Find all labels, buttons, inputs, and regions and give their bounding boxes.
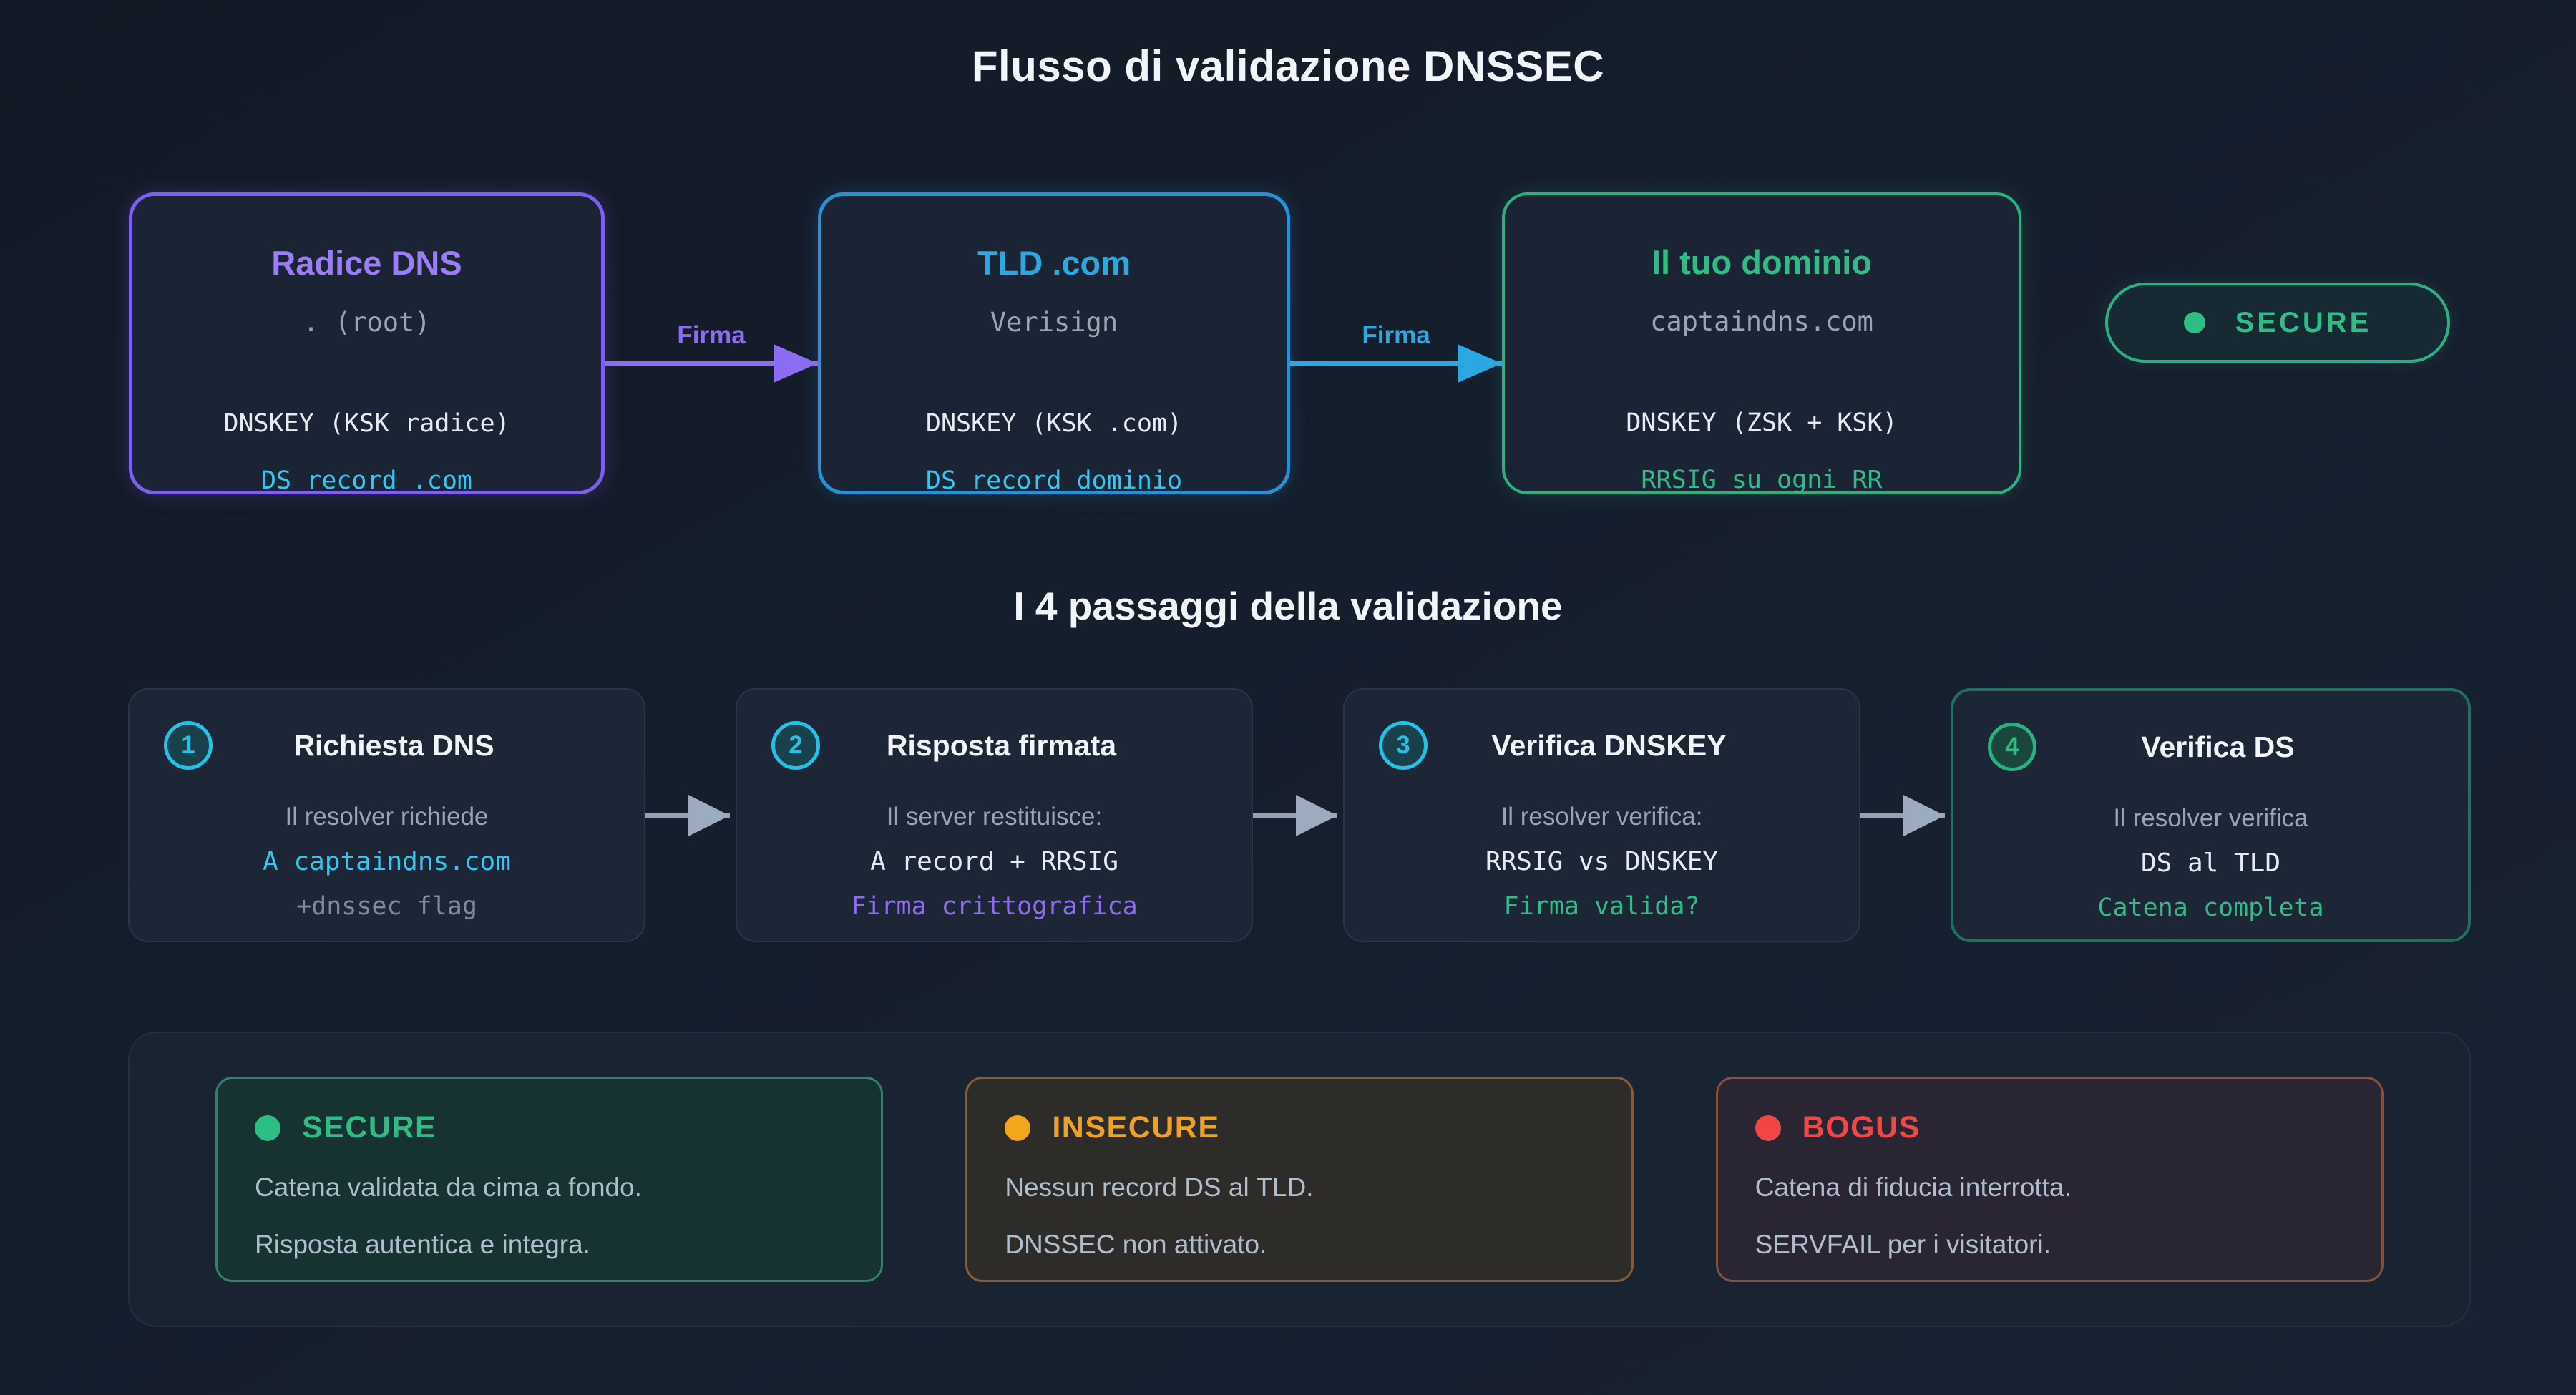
step-description: Il resolver verifica bbox=[2113, 804, 2308, 832]
firma-label: Firma bbox=[1362, 320, 1430, 349]
status-dot-icon bbox=[1755, 1115, 1781, 1141]
node-record-line: RRSIG su ogni RR bbox=[1641, 466, 1883, 494]
status-dot-icon bbox=[255, 1115, 280, 1141]
step-header: 1 Richiesta DNS bbox=[164, 721, 610, 770]
firma-arrow-tld-to-domain: Firma bbox=[1290, 192, 1502, 494]
step-code-line: RRSIG vs DNSKEY bbox=[1485, 847, 1719, 876]
step-arrow-1-2 bbox=[645, 688, 736, 942]
status-dot-icon bbox=[2183, 312, 2205, 333]
node-record-line: DNSKEY (KSK radice) bbox=[223, 409, 510, 438]
status-description: Nessun record DS al TLD. bbox=[1005, 1173, 1314, 1202]
step-card-3: 3 Verifica DNSKEY Il resolver verifica: … bbox=[1343, 688, 1860, 942]
node-subtitle: captaindns.com bbox=[1650, 306, 1873, 337]
status-card-insecure: INSECURE Nessun record DS al TLD. DNSSEC… bbox=[965, 1077, 1634, 1282]
step-code-line: A captaindns.com bbox=[263, 847, 511, 876]
status-description: SERVFAIL per i visitatori. bbox=[1755, 1230, 2051, 1259]
chain-node-tld: TLD .com Verisign DNSKEY (KSK .com) DS r… bbox=[818, 192, 1290, 495]
status-label: SECURE bbox=[302, 1110, 437, 1145]
status-header: BOGUS bbox=[1755, 1110, 2344, 1145]
node-record-line: DS record .com bbox=[260, 466, 472, 495]
step-arrow-2-3 bbox=[1253, 688, 1343, 942]
step-title: Verifica DNSKEY bbox=[1491, 728, 1727, 762]
step-description: Il server restituisce: bbox=[886, 803, 1103, 831]
node-title: TLD .com bbox=[977, 244, 1131, 282]
status-header: SECURE bbox=[255, 1110, 844, 1145]
step-number-badge: 1 bbox=[164, 721, 213, 770]
step-code-line: Firma valida? bbox=[1503, 892, 1700, 921]
step-card-2: 2 Risposta firmata Il server restituisce… bbox=[736, 688, 1253, 942]
arrow-right-icon bbox=[1860, 794, 1945, 836]
step-number-badge: 4 bbox=[1988, 723, 2036, 771]
node-title: Il tuo dominio bbox=[1651, 243, 1873, 281]
step-code-line: DS al TLD bbox=[2140, 848, 2281, 878]
validation-steps-row: 1 Richiesta DNS Il resolver richiede A c… bbox=[128, 688, 2471, 942]
secure-status-badge: SECURE bbox=[2105, 283, 2450, 363]
step-description: Il resolver verifica: bbox=[1501, 803, 1703, 831]
step-header: 4 Verifica DS bbox=[1988, 723, 2434, 771]
page-title: Flusso di validazione DNSSEC bbox=[971, 42, 1605, 90]
node-title: Radice DNS bbox=[271, 244, 462, 282]
spacer bbox=[2021, 192, 2105, 494]
steps-section-title: I 4 passaggi della validazione bbox=[1013, 584, 1563, 628]
firma-arrow-root-to-tld: Firma bbox=[605, 192, 818, 494]
status-header: INSECURE bbox=[1005, 1110, 1594, 1145]
status-description: Risposta autentica e integra. bbox=[255, 1230, 590, 1259]
trust-chain-row: Radice DNS . (root) DNSKEY (KSK radice) … bbox=[129, 192, 2462, 495]
status-label: BOGUS bbox=[1802, 1110, 1921, 1145]
step-number-badge: 3 bbox=[1379, 721, 1428, 770]
firma-label: Firma bbox=[677, 320, 746, 349]
arrow-right-icon bbox=[645, 794, 730, 836]
step-code-line: Catena completa bbox=[2097, 894, 2324, 922]
arrow-head-icon bbox=[1458, 344, 1502, 383]
node-subtitle: . (root) bbox=[303, 307, 431, 338]
step-arrow-3-4 bbox=[1860, 688, 1951, 942]
step-code-line: Firma crittografica bbox=[851, 892, 1138, 921]
arrow-head-icon bbox=[774, 344, 818, 383]
status-card-secure: SECURE Catena validata da cima a fondo. … bbox=[215, 1077, 884, 1282]
step-number-badge: 2 bbox=[771, 721, 820, 770]
status-legend-panel: SECURE Catena validata da cima a fondo. … bbox=[128, 1032, 2471, 1327]
status-description: Catena validata da cima a fondo. bbox=[255, 1173, 642, 1202]
arrow-head-icon bbox=[688, 794, 730, 836]
step-card-4: 4 Verifica DS Il resolver verifica DS al… bbox=[1951, 688, 2471, 942]
step-title: Risposta firmata bbox=[886, 728, 1117, 762]
badge-label: SECURE bbox=[2235, 306, 2372, 338]
node-record-line: DNSKEY (KSK .com) bbox=[925, 409, 1183, 438]
step-code-line: +dnssec flag bbox=[296, 892, 477, 921]
step-header: 3 Verifica DNSKEY bbox=[1379, 721, 1825, 770]
arrow-right-icon bbox=[1290, 344, 1502, 383]
arrow-head-icon bbox=[1903, 794, 1945, 836]
chain-node-root: Radice DNS . (root) DNSKEY (KSK radice) … bbox=[129, 192, 605, 495]
status-dot-icon bbox=[1005, 1115, 1031, 1141]
arrow-right-icon bbox=[605, 344, 818, 383]
node-record-line: DNSKEY (ZSK + KSK) bbox=[1626, 408, 1898, 437]
node-record-line: DS record dominio bbox=[925, 466, 1183, 495]
step-title: Richiesta DNS bbox=[293, 728, 494, 762]
step-code-line: A record + RRSIG bbox=[870, 847, 1118, 876]
node-subtitle: Verisign bbox=[990, 307, 1118, 338]
step-card-1: 1 Richiesta DNS Il resolver richiede A c… bbox=[128, 688, 645, 942]
step-description: Il resolver richiede bbox=[285, 803, 489, 831]
arrow-right-icon bbox=[1253, 794, 1337, 836]
step-header: 2 Risposta firmata bbox=[771, 721, 1217, 770]
status-card-bogus: BOGUS Catena di fiducia interrotta. SERV… bbox=[1715, 1077, 2384, 1282]
status-description: DNSSEC non attivato. bbox=[1005, 1230, 1267, 1259]
chain-node-domain: Il tuo dominio captaindns.com DNSKEY (ZS… bbox=[1502, 192, 2021, 494]
status-label: INSECURE bbox=[1052, 1110, 1220, 1145]
step-title: Verifica DS bbox=[2141, 730, 2295, 763]
arrow-head-icon bbox=[1296, 794, 1337, 836]
status-description: Catena di fiducia interrotta. bbox=[1755, 1173, 2072, 1202]
